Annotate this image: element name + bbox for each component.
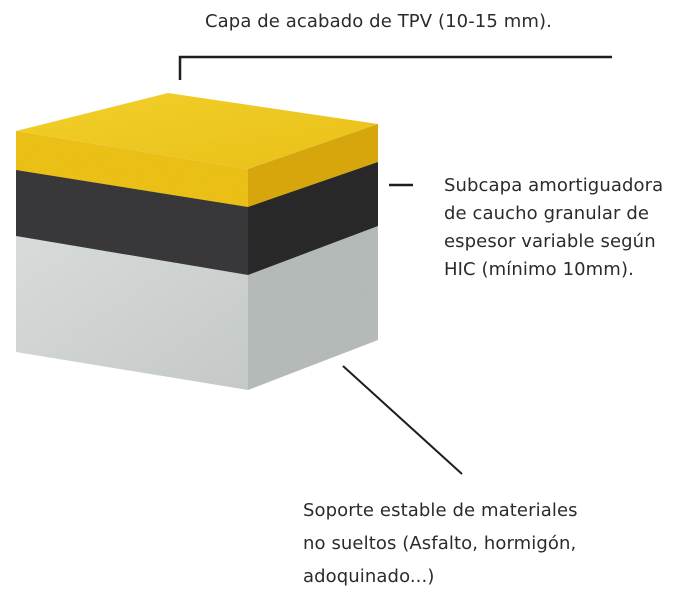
label-line: Subcapa amortiguadora — [444, 175, 664, 196]
label-line: no sueltos (Asfalto, hormigón, — [303, 533, 577, 554]
leader-line-bottom — [342, 365, 463, 475]
leader-line-top — [178, 55, 612, 80]
support-layer-label: Soporte estable de materiales no sueltos… — [303, 494, 578, 593]
rubber-layer-label: Subcapa amortiguadora de caucho granular… — [444, 172, 663, 284]
rubber-granule-layer — [16, 160, 378, 275]
tpv-finish-layer — [16, 93, 378, 207]
label-line: HIC (mínimo 10mm). — [444, 259, 634, 280]
tpv-layer-side — [248, 124, 378, 207]
rubber-layer-side — [248, 160, 378, 275]
rubber-layer-front — [16, 168, 248, 275]
label-line: de caucho granular de — [444, 203, 650, 224]
tpv-layer-front — [16, 131, 248, 207]
tpv-layer-label: Capa de acabado de TPV (10-15 mm). — [205, 8, 552, 36]
label-line: Soporte estable de materiales — [303, 500, 578, 521]
support-layer-front — [16, 228, 248, 390]
label-line: adoquinado...) — [303, 566, 435, 587]
label-line: espesor variable según — [444, 231, 656, 252]
label-line: Capa de acabado de TPV (10-15 mm). — [205, 11, 552, 32]
tpv-layer-top — [16, 93, 378, 169]
